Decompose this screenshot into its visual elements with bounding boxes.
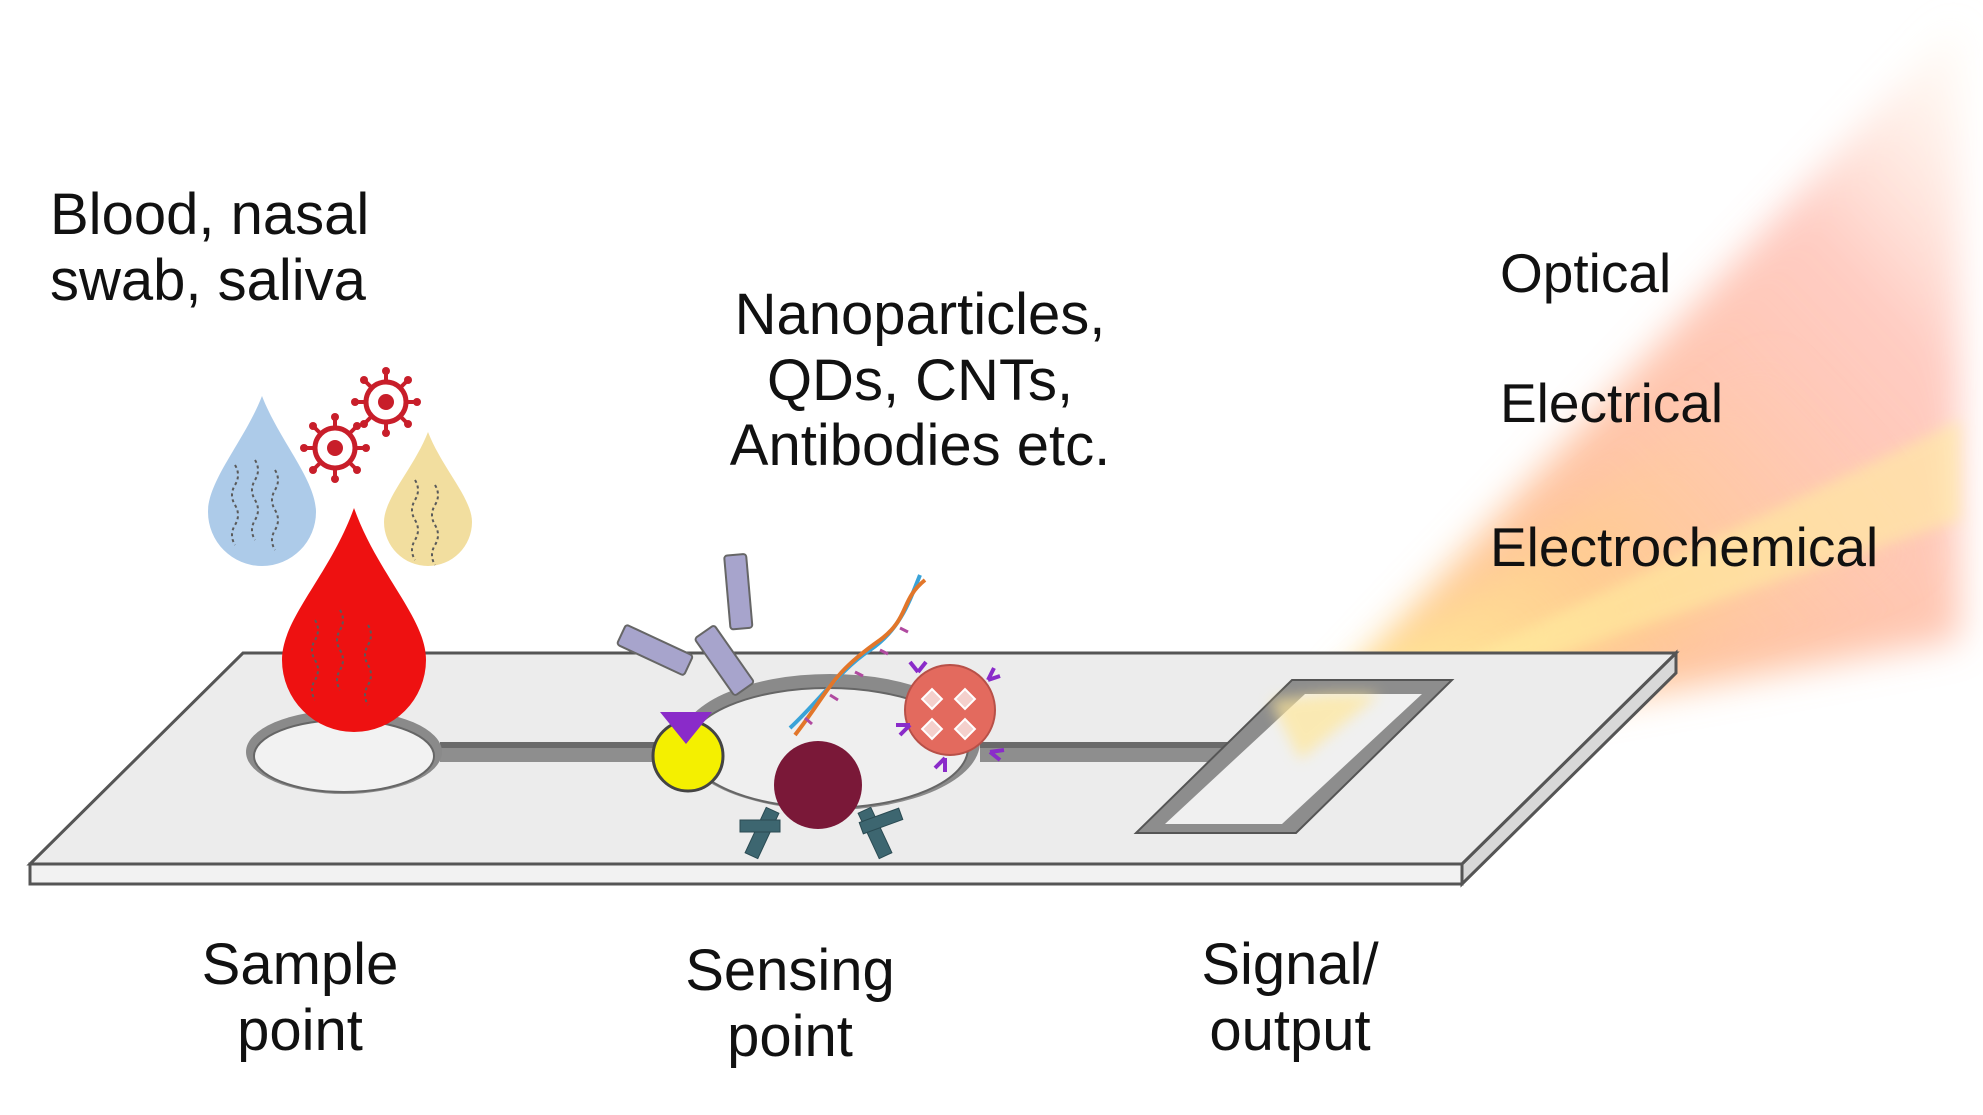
sample-point-label: Sample point (201, 932, 399, 1063)
nasal-swab-drop-icon (208, 396, 316, 566)
optical-signal-label: Optical (1500, 242, 1672, 304)
sensing-point-label: Sensing point (685, 938, 895, 1069)
saliva-drop-icon (384, 432, 472, 566)
nanoparticle-icon (739, 741, 904, 860)
sample-source-label: Blood, nasal swab, saliva (50, 182, 370, 313)
electrochemical-signal-label: Electrochemical (1490, 516, 1879, 578)
sample-well (246, 710, 442, 794)
dna-helix-icon (788, 574, 927, 737)
cnt-particle-icon (896, 660, 1005, 772)
sensing-materials-label: Nanoparticles, QDs, CNTs, Antibodies etc… (729, 282, 1111, 479)
blood-drop-icon (282, 508, 426, 732)
electrical-signal-label: Electrical (1500, 372, 1724, 434)
antibody-icon-light (616, 553, 755, 696)
signal-output-label: Signal/ output (1201, 932, 1379, 1063)
flow-channel (440, 742, 1250, 762)
virus-icon (300, 367, 421, 483)
output-window (1133, 679, 1455, 834)
quantum-dot-icon (651, 712, 725, 793)
